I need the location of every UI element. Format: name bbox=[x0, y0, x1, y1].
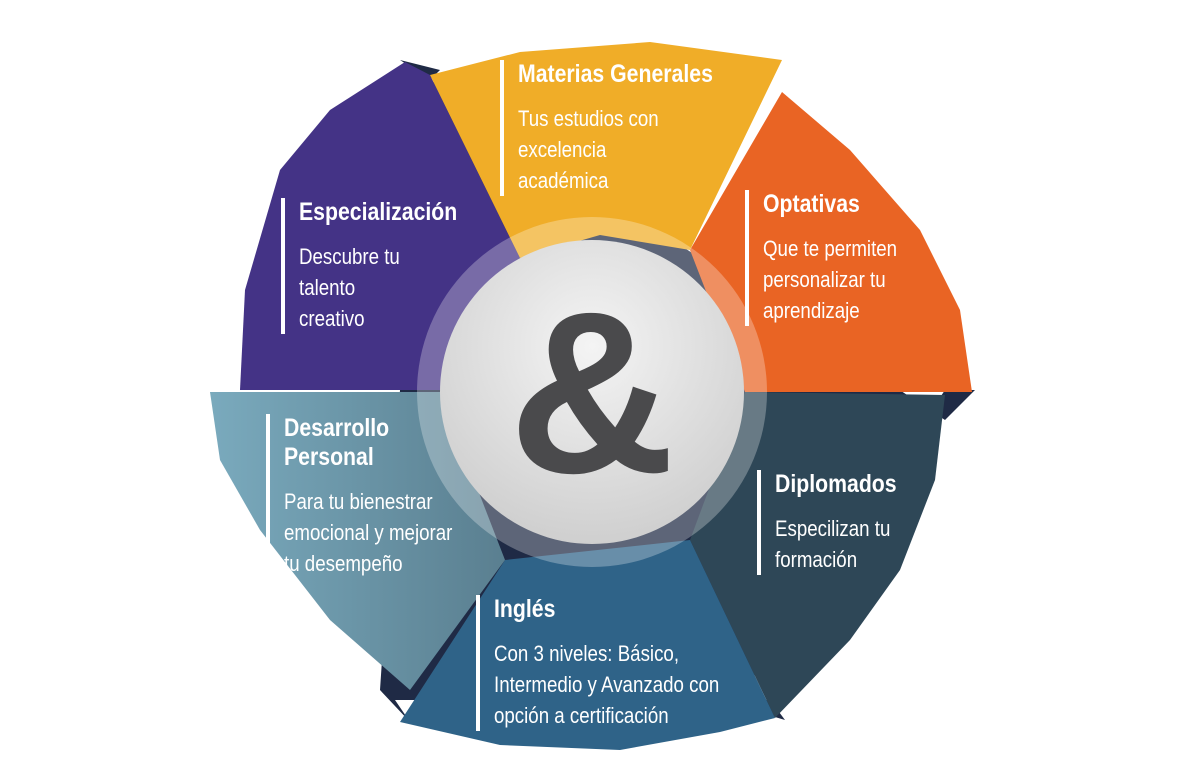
segment-title: Inglés bbox=[494, 595, 556, 623]
label-ingles: Inglés Con 3 niveles: Básico, Intermedio … bbox=[476, 595, 759, 731]
segment-desc: Para tu bienestrar emocional y mejorar tu … bbox=[284, 486, 453, 579]
segment-desc: Descubre tu talento creativo bbox=[299, 241, 457, 334]
label-diplomados: Diplomados Especilizan tu formación bbox=[757, 470, 918, 575]
segment-especializacion[interactable] bbox=[240, 62, 520, 390]
desc-line: Con 3 niveles: Básico, bbox=[494, 641, 680, 666]
desc-line: aprendizaje bbox=[763, 298, 860, 323]
desc-line: tu desempeño bbox=[284, 551, 403, 576]
segment-desc: Que te permiten personalizar tu aprendizaj… bbox=[763, 233, 897, 326]
desc-line: académica bbox=[518, 168, 609, 193]
desc-line: talento bbox=[299, 275, 356, 300]
segment-title: Especialización bbox=[299, 198, 458, 226]
desc-line: Para tu bienestrar bbox=[284, 489, 433, 514]
desc-line: creativo bbox=[299, 306, 365, 331]
segment-desc: Con 3 niveles: Básico, Intermedio y Avanz… bbox=[494, 638, 719, 731]
center-circle bbox=[440, 240, 744, 544]
segment-title: Desarrollo Personal bbox=[284, 414, 390, 471]
desc-line: formación bbox=[775, 547, 858, 572]
segment-desc: Especilizan tu formación bbox=[775, 513, 897, 575]
label-especializacion: Especialización Descubre tu talento creati… bbox=[281, 198, 485, 334]
segment-desc: Tus estudios con excelencia académica bbox=[518, 103, 713, 196]
segment-desarrollo-personal[interactable] bbox=[210, 392, 505, 690]
segment-title: Diplomados bbox=[775, 470, 897, 498]
desc-line: Descubre tu bbox=[299, 244, 400, 269]
segment-materias-generales[interactable] bbox=[430, 42, 782, 258]
segment-title: Optativas bbox=[763, 190, 860, 218]
segment-optativas[interactable] bbox=[690, 92, 972, 392]
label-optativas: Optativas Que te permiten personalizar tu… bbox=[745, 190, 921, 326]
desc-line: Intermedio y Avanzado con bbox=[494, 672, 720, 697]
segment-diplomados[interactable] bbox=[690, 392, 945, 718]
desc-line: excelencia bbox=[518, 137, 607, 162]
segment-ingles[interactable] bbox=[400, 540, 775, 750]
desc-line: personalizar tu bbox=[763, 267, 886, 292]
label-desarrollo-personal: Desarrollo Personal Para tu bienestrar em… bbox=[266, 414, 453, 579]
desc-line: opción a certificación bbox=[494, 703, 669, 728]
desc-line: emocional y mejorar bbox=[284, 520, 453, 545]
segment-title: Materias Generales bbox=[518, 60, 713, 88]
desc-line: Que te permiten bbox=[763, 236, 898, 261]
desc-line: Especilizan tu bbox=[775, 516, 891, 541]
desc-line: Tus estudios con bbox=[518, 106, 659, 131]
ampersand-symbol: & bbox=[508, 263, 676, 521]
label-materias-generales: Materias Generales Tus estudios con excel… bbox=[500, 60, 747, 196]
